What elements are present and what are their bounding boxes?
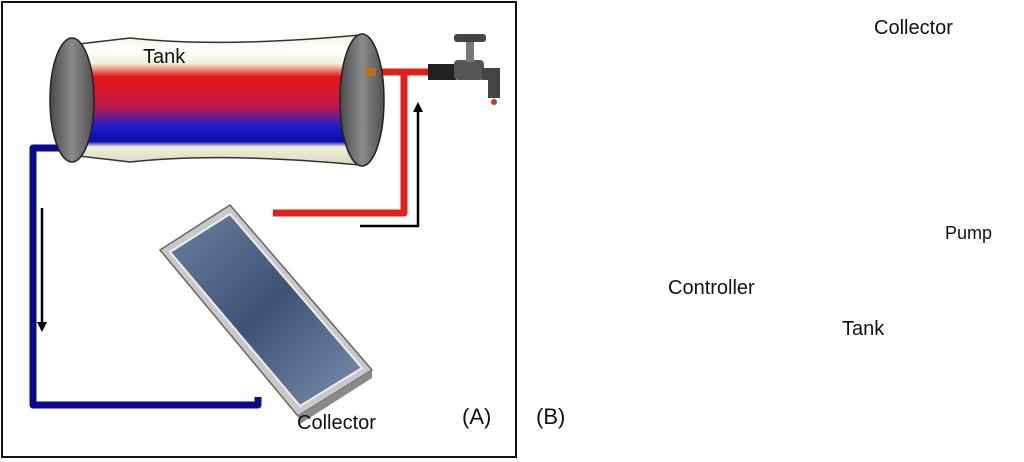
collector-label-b: Collector (874, 17, 953, 39)
solar-collector-icon (158, 204, 374, 424)
flow-arrow-down-a (37, 208, 47, 332)
storage-tank-icon (49, 33, 385, 167)
pump-label-b: Pump (945, 223, 993, 243)
panel-a-tag: (A) (462, 404, 492, 429)
hot-pipe-a (273, 68, 432, 217)
flow-arrow-up-a (360, 102, 423, 228)
panel-a-frame (1, 1, 517, 458)
controller-display-temp: 55 (704, 212, 715, 222)
cold-pipe-a (29, 144, 262, 409)
collector-label-a: Collector (297, 412, 376, 434)
tank-label-a: Tank (143, 46, 186, 68)
tank-label-b: Tank (842, 318, 885, 340)
panel-b-tag: (B) (536, 404, 566, 429)
controller-display-time: 0:29 (677, 226, 695, 236)
faucet-icon (428, 34, 500, 105)
controller-label-b: Controller (668, 277, 755, 299)
